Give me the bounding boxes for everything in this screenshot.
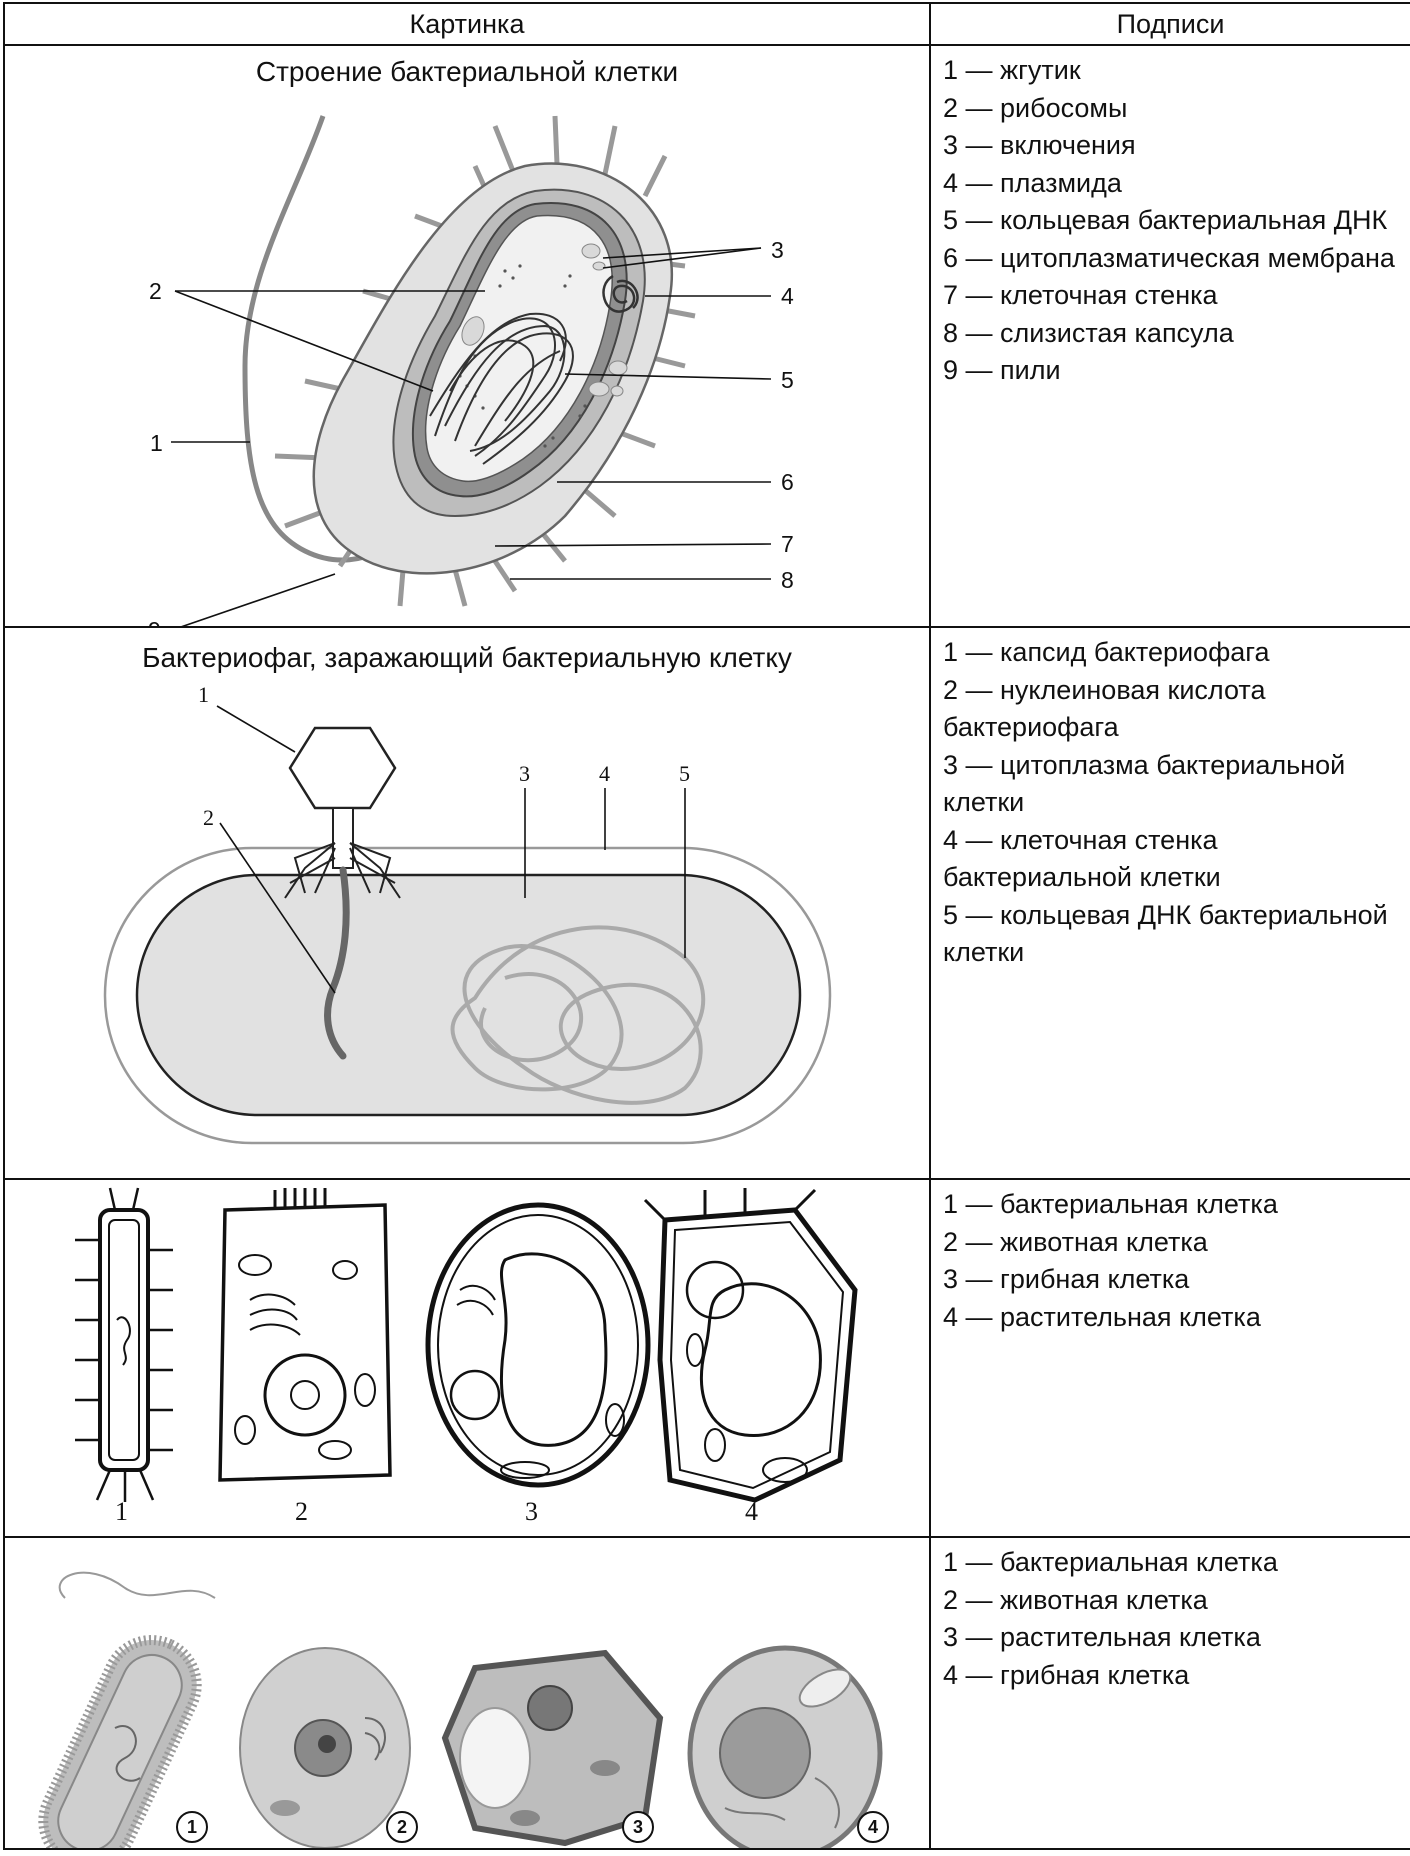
- captions-cell: 1 — жгутик 2 — рибосомы 3 — включения 4 …: [930, 45, 1410, 627]
- fungal-cell-drawing: [428, 1205, 648, 1485]
- label-number-4: 4: [781, 283, 794, 309]
- label-number-5: 5: [781, 367, 794, 393]
- cell-number-2: 2: [397, 1817, 407, 1837]
- caption-item: 4 — клеточная стенка бактериальной клетк…: [943, 822, 1400, 897]
- caption-item: 6 — цитоплазматическая мембрана: [943, 240, 1400, 278]
- plant-cell-color: [445, 1653, 660, 1843]
- caption-item: 8 — слизистая капсула: [943, 315, 1400, 353]
- label-number-5: 5: [679, 761, 690, 786]
- header-row: Картинка Подписи: [4, 3, 1410, 45]
- caption-item: 4 — плазмида: [943, 165, 1400, 203]
- cell-comparison-table: Картинка Подписи Строение бактериальной …: [3, 2, 1410, 1850]
- cell-number-4: 4: [868, 1817, 878, 1837]
- bacterial-cytoplasm: [137, 875, 800, 1115]
- label-number-3: 3: [771, 237, 784, 263]
- cell-number-1: 1: [115, 1497, 128, 1526]
- table-row: 1 2 3 4 1 — бактериальная клетка 2 — жив…: [4, 1537, 1410, 1849]
- caption-item: 7 — клеточная стенка: [943, 277, 1400, 315]
- caption-item: 1 — жгутик: [943, 52, 1400, 90]
- caption-item: 2 — нуклеиновая кислота бактериофага: [943, 672, 1400, 747]
- captions-cell: 1 — бактериальная клетка 2 — животная кл…: [930, 1179, 1410, 1537]
- bacterial-cell-color: [29, 1573, 215, 1848]
- caption-item: 2 — животная клетка: [943, 1582, 1400, 1620]
- captions-cell: 1 — капсид бактериофага 2 — нуклеиновая …: [930, 627, 1410, 1179]
- label-number-1: 1: [198, 682, 209, 707]
- caption-item: 3 — грибная клетка: [943, 1261, 1400, 1299]
- caption-item: 5 — кольцевая бактериальная ДНК: [943, 202, 1400, 240]
- table-row: Бактериофаг, заражающий бактериальную кл…: [4, 627, 1410, 1179]
- caption-item: 3 — растительная клетка: [943, 1619, 1400, 1657]
- caption-item: 3 — включения: [943, 127, 1400, 165]
- plant-cell-drawing: [645, 1188, 855, 1500]
- caption-item: 5 — кольцевая ДНК бактериальной клетки: [943, 897, 1400, 972]
- cell-number-3: 3: [525, 1497, 538, 1526]
- picture-cell: 1 2 3 4: [4, 1179, 930, 1537]
- picture-cell: Строение бактериальной клетки: [4, 45, 930, 627]
- caption-list: 1 — бактериальная клетка 2 — животная кл…: [931, 1180, 1410, 1336]
- cell-number-2: 2: [295, 1497, 308, 1526]
- animal-cell-drawing: [220, 1188, 390, 1480]
- cell-types-line-drawing: 1 2 3 4: [5, 1180, 929, 1536]
- table-row: 1 2 3 4 1 — бактериальная клетка 2 — жив…: [4, 1179, 1410, 1537]
- label-number-8: 8: [781, 567, 794, 593]
- caption-item: 1 — бактериальная клетка: [943, 1544, 1400, 1582]
- captions-cell: 1 — бактериальная клетка 2 — животная кл…: [930, 1537, 1410, 1849]
- caption-list: 1 — жгутик 2 — рибосомы 3 — включения 4 …: [931, 46, 1410, 390]
- caption-list: 1 — капсид бактериофага 2 — нуклеиновая …: [931, 628, 1410, 972]
- caption-item: 1 — бактериальная клетка: [943, 1186, 1400, 1224]
- label-number-6: 6: [781, 469, 794, 495]
- caption-item: 4 — грибная клетка: [943, 1657, 1400, 1695]
- caption-item: 2 — животная клетка: [943, 1224, 1400, 1262]
- caption-item: 9 — пили: [943, 352, 1400, 390]
- caption-item: 1 — капсид бактериофага: [943, 634, 1400, 672]
- label-number-2: 2: [203, 805, 214, 830]
- table-row: Строение бактериальной клетки: [4, 45, 1410, 627]
- caption-item: 4 — растительная клетка: [943, 1299, 1400, 1337]
- cell-number-1: 1: [187, 1817, 197, 1837]
- label-number-2: 2: [149, 278, 162, 304]
- header-picture: Картинка: [4, 3, 930, 45]
- caption-item: 2 — рибосомы: [943, 90, 1400, 128]
- caption-item: 3 — цитоплазма бактериальной клетки: [943, 747, 1400, 822]
- bacterial-cell-drawing: [75, 1188, 173, 1502]
- cell-number-4: 4: [745, 1497, 758, 1526]
- fungal-cell-color: [690, 1648, 880, 1848]
- cell-types-color-drawing: 1 2 3 4: [5, 1538, 929, 1848]
- cell-number-3: 3: [633, 1817, 643, 1837]
- caption-list: 1 — бактериальная клетка 2 — животная кл…: [931, 1538, 1410, 1694]
- picture-cell: 1 2 3 4: [4, 1537, 930, 1849]
- bacterial-cell-diagram: 2 1 3 4 5 6 7 8 9: [5, 46, 929, 626]
- picture-cell: Бактериофаг, заражающий бактериальную кл…: [4, 627, 930, 1179]
- label-number-1: 1: [150, 430, 163, 456]
- phage-capsid: [290, 728, 395, 808]
- bacteriophage-diagram: 1 2 3 4 5: [5, 628, 929, 1178]
- label-number-9: 9: [148, 617, 161, 626]
- label-number-3: 3: [519, 761, 530, 786]
- label-number-4: 4: [599, 761, 610, 786]
- header-captions: Подписи: [930, 3, 1410, 45]
- animal-cell-color: [240, 1648, 410, 1848]
- label-number-7: 7: [781, 531, 794, 557]
